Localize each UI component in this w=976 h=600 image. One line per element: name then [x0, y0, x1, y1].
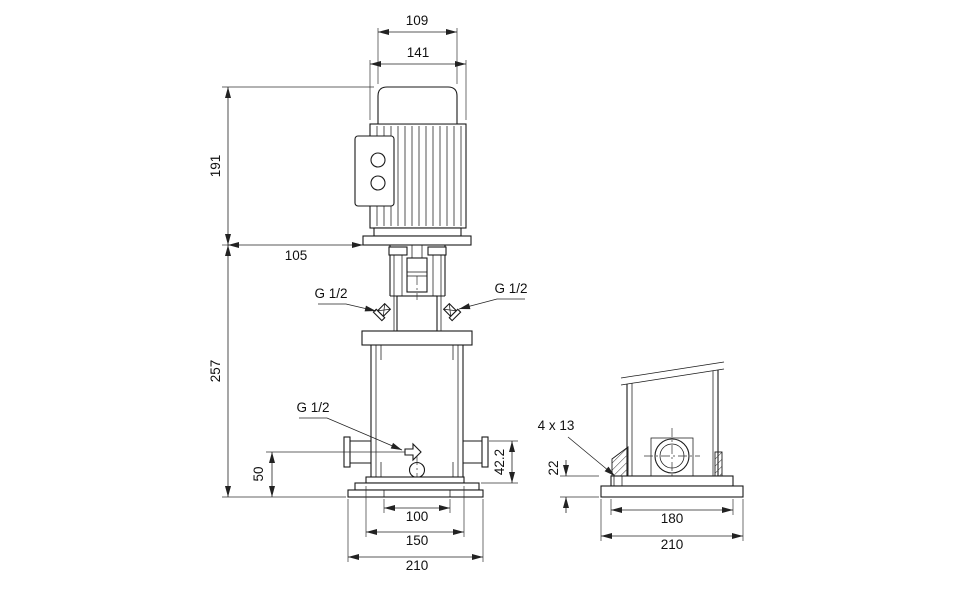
drain-label: G 1/2	[296, 400, 329, 415]
baseplate-lower	[600, 485, 744, 498]
dim-109-label: 109	[406, 13, 429, 28]
dimensions: 109 141 191 105 257 50 42.2 100	[208, 13, 744, 573]
vent-plug-right	[442, 302, 462, 322]
port-leader-left	[318, 303, 377, 312]
support-rib-left	[611, 446, 629, 477]
motor-top-cap	[377, 86, 458, 125]
cable-entry-bottom	[370, 175, 386, 191]
support-rib-right	[714, 451, 723, 477]
port-leader-right	[458, 298, 525, 310]
dim-210-front-label: 210	[406, 558, 429, 573]
dim-105-label: 105	[285, 248, 308, 263]
front-view	[343, 86, 489, 498]
dim-100-label: 100	[406, 509, 429, 524]
holes-label: 4 x 13	[538, 418, 575, 433]
dim-22-label: 22	[546, 460, 561, 475]
dim-257-label: 257	[208, 360, 223, 383]
pump-head	[396, 295, 438, 332]
flow-direction-arrow	[404, 442, 422, 462]
vent-plug-left	[372, 302, 392, 322]
base-view	[600, 361, 744, 498]
break-line-upper	[620, 361, 725, 379]
dim-150-label: 150	[406, 533, 429, 548]
baseplate-upper	[610, 475, 734, 487]
pump-sleeve	[370, 345, 464, 477]
port-label-left: G 1/2	[314, 286, 347, 301]
base-flange	[365, 476, 465, 484]
motor-foot	[373, 227, 462, 237]
dim-42-label: 42.2	[492, 449, 507, 475]
dim-191-label: 191	[208, 155, 223, 178]
base-plate	[347, 489, 484, 498]
holes-leader	[567, 436, 616, 477]
drain-leader	[299, 417, 403, 451]
base-upper	[354, 482, 480, 491]
terminal-box	[354, 135, 395, 207]
dim-50-label: 50	[251, 466, 266, 481]
shaft-coupling	[406, 257, 428, 293]
stud-nut-right	[427, 246, 447, 256]
cable-entry-top	[370, 152, 386, 168]
port-circle-outer	[654, 438, 690, 474]
head-flange	[361, 330, 473, 346]
port-label-right: G 1/2	[494, 281, 527, 296]
break-line-lower	[620, 368, 725, 386]
stud-nut-left	[388, 246, 408, 256]
dim-141-label: 141	[407, 45, 430, 60]
dim-210-base-label: 210	[661, 537, 684, 552]
dim-180-label: 180	[661, 511, 684, 526]
motor-flange	[362, 235, 472, 246]
mounting-hole	[613, 475, 623, 487]
discharge-port	[463, 436, 489, 468]
